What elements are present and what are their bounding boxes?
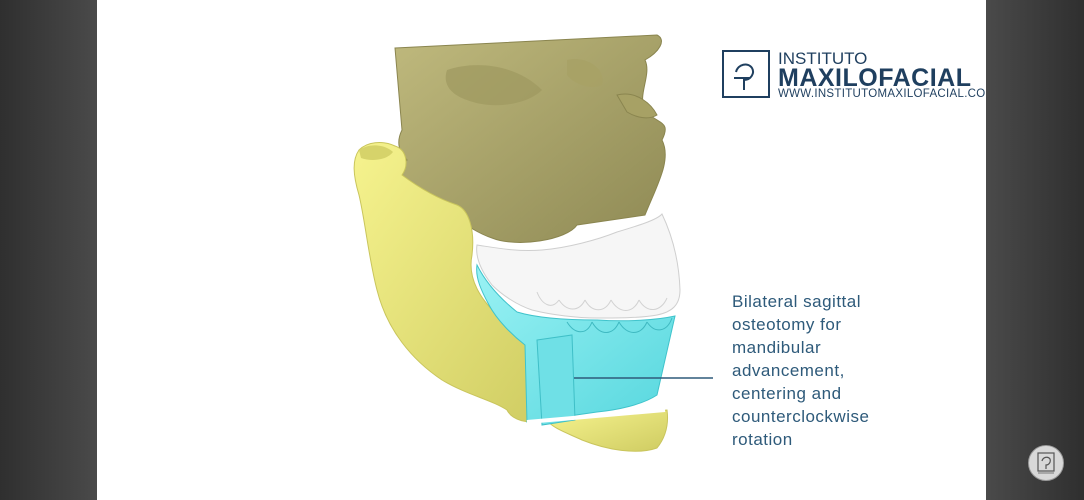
- surgical-3d-model: [353, 34, 713, 452]
- caption-line: counterclockwise: [732, 407, 870, 426]
- logo-url: WWW.INSTITUTOMAXILOFACIAL.COM: [778, 88, 986, 100]
- left-letterbox: [0, 0, 97, 500]
- caption-line: osteotomy for: [732, 315, 842, 334]
- channel-watermark-icon[interactable]: [1028, 445, 1064, 481]
- orbit-shadow: [445, 65, 542, 106]
- caption-line: mandibular: [732, 338, 822, 357]
- nasal-fragment: [567, 59, 603, 87]
- zygomatic-fragment: [616, 93, 658, 119]
- osteotomy-step: [536, 334, 576, 426]
- mandibular-segment: [476, 263, 676, 423]
- logo-mark-icon: [722, 50, 770, 98]
- lower-teeth-outlines: [566, 317, 673, 333]
- institute-logo: INSTITUTO MAXILOFACIAL WWW.INSTITUTOMAXI…: [722, 49, 986, 102]
- upper-dentition: [476, 213, 681, 319]
- right-letterbox: [986, 0, 1084, 500]
- segment-gap: [526, 408, 666, 424]
- caption-line: centering and: [732, 384, 842, 403]
- caption-line: Bilateral sagittal: [732, 292, 862, 311]
- mandible-chin: [546, 409, 668, 452]
- condyle: [359, 145, 393, 160]
- caption-line: rotation: [732, 430, 793, 449]
- caption-line: advancement,: [732, 361, 845, 380]
- upper-teeth-outlines: [536, 291, 668, 311]
- presentation-slide: INSTITUTO MAXILOFACIAL WWW.INSTITUTOMAXI…: [97, 0, 986, 500]
- logo-title-line1: INSTITUTO: [778, 49, 868, 68]
- procedure-caption: Bilateral sagittal osteotomy for mandibu…: [732, 290, 942, 451]
- logo-title-line2: MAXILOFACIAL: [778, 64, 972, 92]
